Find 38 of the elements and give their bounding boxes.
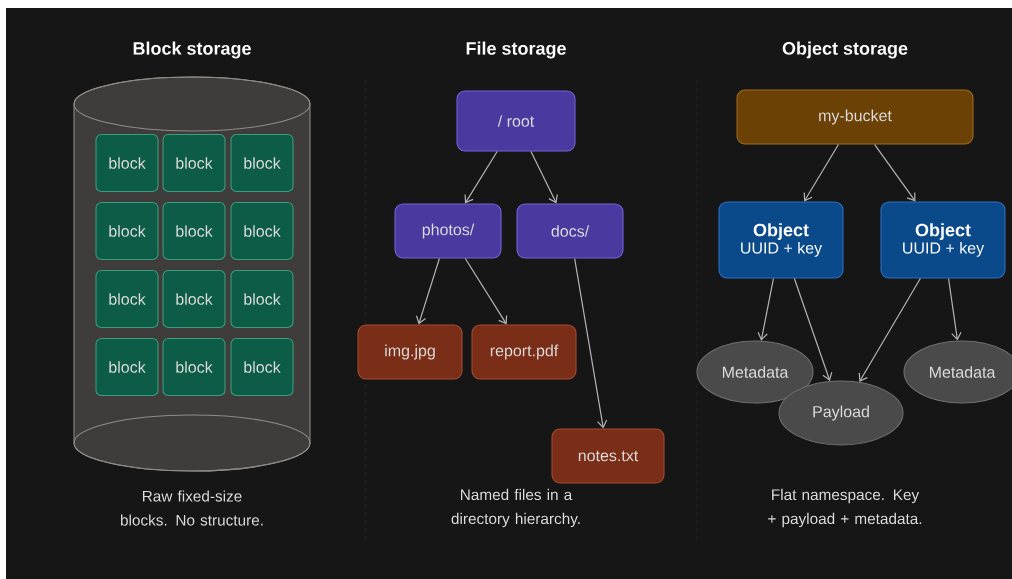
object-box: Object UUID + key	[880, 201, 1006, 279]
arrow	[464, 257, 508, 325]
block-box: block	[230, 337, 294, 397]
block-box: block	[95, 133, 159, 193]
caption-text: Raw fixed-size blocks. No structure.	[121, 490, 263, 526]
block-box: block	[162, 337, 226, 397]
file-box: report.pdf	[471, 324, 577, 380]
block-box: block	[162, 133, 226, 193]
arrow	[793, 277, 833, 381]
bucket-box: my-bucket	[736, 89, 974, 145]
arrow	[947, 277, 962, 341]
panel-heading: File storage	[466, 41, 566, 59]
directory-box: docs/	[516, 203, 624, 259]
arrow	[803, 143, 840, 202]
directory-box: / root	[456, 90, 576, 152]
arrow	[874, 143, 916, 202]
file-box: img.jpg	[357, 324, 463, 380]
block-box: block	[230, 133, 294, 193]
block-box: block	[162, 201, 226, 261]
block-box: block	[95, 201, 159, 261]
panel-heading: Block storage	[133, 41, 251, 59]
object-box: Object UUID + key	[718, 201, 844, 279]
caption-text: Flat namespace. Key + payload + metadata.	[768, 488, 922, 528]
block-box: block	[95, 337, 159, 397]
arrow	[530, 150, 558, 204]
panel-heading: Object storage	[782, 41, 908, 59]
caption-text: Named files in a directory hierarchy.	[451, 488, 580, 528]
block-box: block	[230, 201, 294, 261]
arrow	[574, 257, 608, 429]
directory-box: photos/	[394, 203, 502, 259]
arrow	[858, 277, 921, 382]
file-box: notes.txt	[551, 428, 665, 484]
arrow	[464, 150, 498, 204]
block-box: block	[95, 269, 159, 329]
arrow	[415, 257, 440, 325]
arrow	[757, 277, 774, 341]
block-box: block	[162, 269, 226, 329]
block-box: block	[230, 269, 294, 329]
